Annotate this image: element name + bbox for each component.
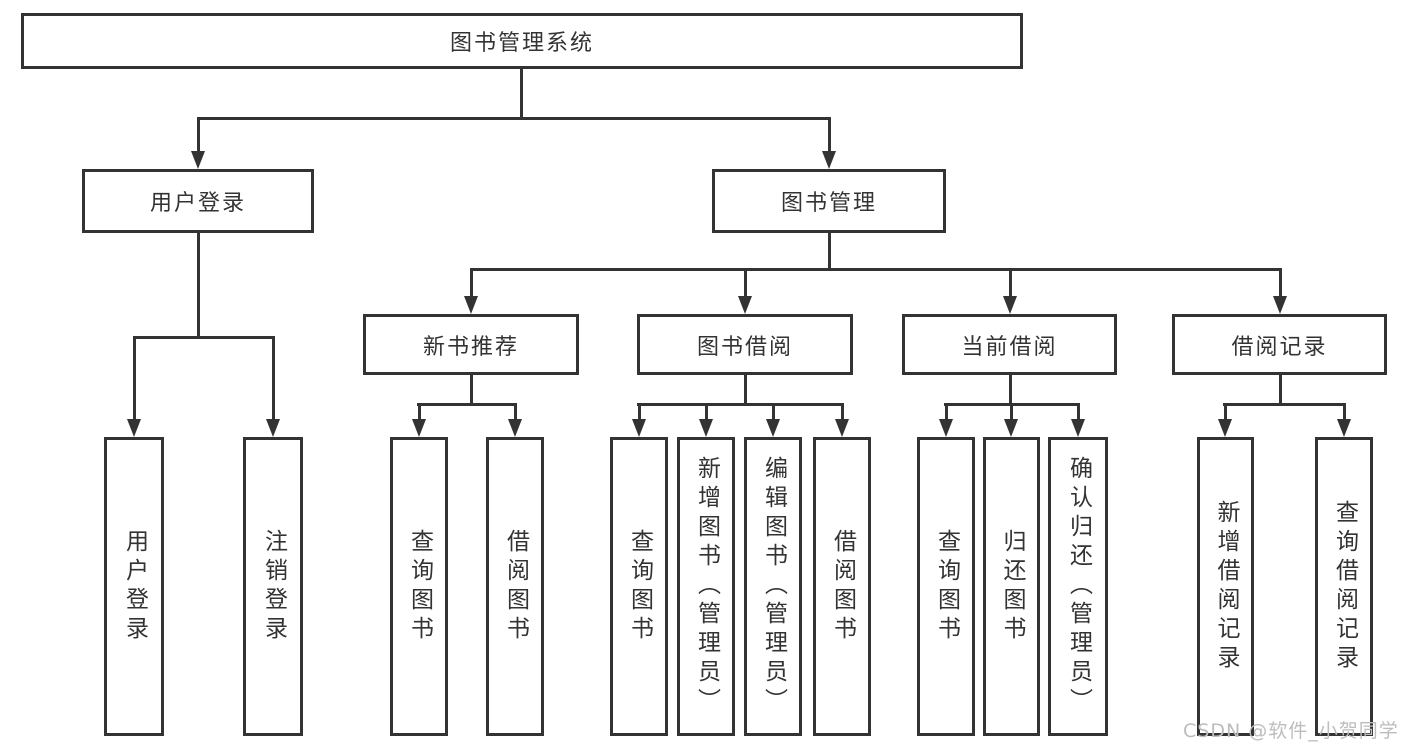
arrow-down-icon <box>1337 419 1351 437</box>
connector-line <box>197 233 200 336</box>
arrow-down-icon <box>939 419 953 437</box>
connector-line <box>637 403 844 406</box>
arrow-down-icon <box>632 419 646 437</box>
connector-line <box>470 375 473 403</box>
connector-line <box>1077 406 1080 421</box>
node-new-book-recommend: 新书推荐 <box>363 314 579 375</box>
connector-line <box>418 406 421 421</box>
arrow-down-icon <box>412 419 426 437</box>
leaf-edit-books-admin: 编辑图书（管理员） <box>744 437 802 736</box>
connector-line <box>1223 403 1346 406</box>
connector-line <box>828 120 831 153</box>
leaf-query-books-recommend: 查询图书 <box>390 437 448 736</box>
arrow-down-icon <box>766 419 780 437</box>
leaf-query-books-current: 查询图书 <box>917 437 975 736</box>
connector-line <box>1224 406 1227 421</box>
connector-line <box>272 339 275 421</box>
connector-line <box>470 271 473 298</box>
connector-line <box>133 339 136 421</box>
connector-line <box>133 336 275 339</box>
arrow-down-icon <box>1004 419 1018 437</box>
leaf-add-books-admin: 新增图书（管理员） <box>677 437 735 736</box>
arrow-down-icon <box>1003 296 1017 314</box>
connector-line <box>772 406 775 421</box>
connector-line <box>1279 271 1282 298</box>
connector-line <box>638 406 641 421</box>
connector-line <box>1343 406 1346 421</box>
node-borrow-records: 借阅记录 <box>1172 314 1387 375</box>
connector-line <box>1010 406 1013 421</box>
node-user-login: 用户登录 <box>82 169 314 233</box>
connector-line <box>520 69 523 119</box>
connector-line <box>944 403 1080 406</box>
arrow-down-icon <box>464 296 478 314</box>
arrow-down-icon <box>266 419 280 437</box>
leaf-borrow-books-borrowing: 借阅图书 <box>813 437 871 736</box>
arrow-down-icon <box>508 419 522 437</box>
connector-line <box>197 117 831 120</box>
connector-line <box>841 406 844 421</box>
arrow-down-icon <box>738 296 752 314</box>
leaf-user-login: 用户登录 <box>104 437 164 736</box>
leaf-add-borrow-record: 新增借阅记录 <box>1197 437 1254 736</box>
connector-line <box>1009 271 1012 298</box>
leaf-query-books-borrowing: 查询图书 <box>610 437 668 736</box>
arrow-down-icon <box>191 151 205 169</box>
arrow-down-icon <box>699 419 713 437</box>
connector-line <box>417 403 517 406</box>
arrow-down-icon <box>1273 296 1287 314</box>
node-current-borrowing: 当前借阅 <box>902 314 1117 375</box>
arrow-down-icon <box>1071 419 1085 437</box>
connector-line <box>470 268 1282 271</box>
arrow-down-icon <box>1218 419 1232 437</box>
connector-line <box>1279 375 1282 403</box>
watermark: CSDN @软件_小贺同学 <box>1183 720 1399 742</box>
connector-line <box>705 406 708 421</box>
arrow-down-icon <box>822 151 836 169</box>
connector-line <box>197 120 200 153</box>
connector-line <box>1009 375 1012 403</box>
connector-line <box>744 375 747 403</box>
leaf-logout: 注销登录 <box>243 437 303 736</box>
connector-line <box>828 233 831 268</box>
leaf-return-books: 归还图书 <box>983 437 1040 736</box>
connector-line <box>744 271 747 298</box>
arrow-down-icon <box>127 419 141 437</box>
node-library-system: 图书管理系统 <box>21 13 1023 69</box>
node-book-borrowing: 图书借阅 <box>637 314 853 375</box>
leaf-query-borrow-record: 查询借阅记录 <box>1315 437 1373 736</box>
leaf-confirm-return-admin: 确认归还（管理员） <box>1048 437 1108 736</box>
node-book-management: 图书管理 <box>712 169 946 233</box>
connector-line <box>945 406 948 421</box>
connector-line <box>514 406 517 421</box>
arrow-down-icon <box>835 419 849 437</box>
leaf-borrow-books-recommend: 借阅图书 <box>486 437 544 736</box>
